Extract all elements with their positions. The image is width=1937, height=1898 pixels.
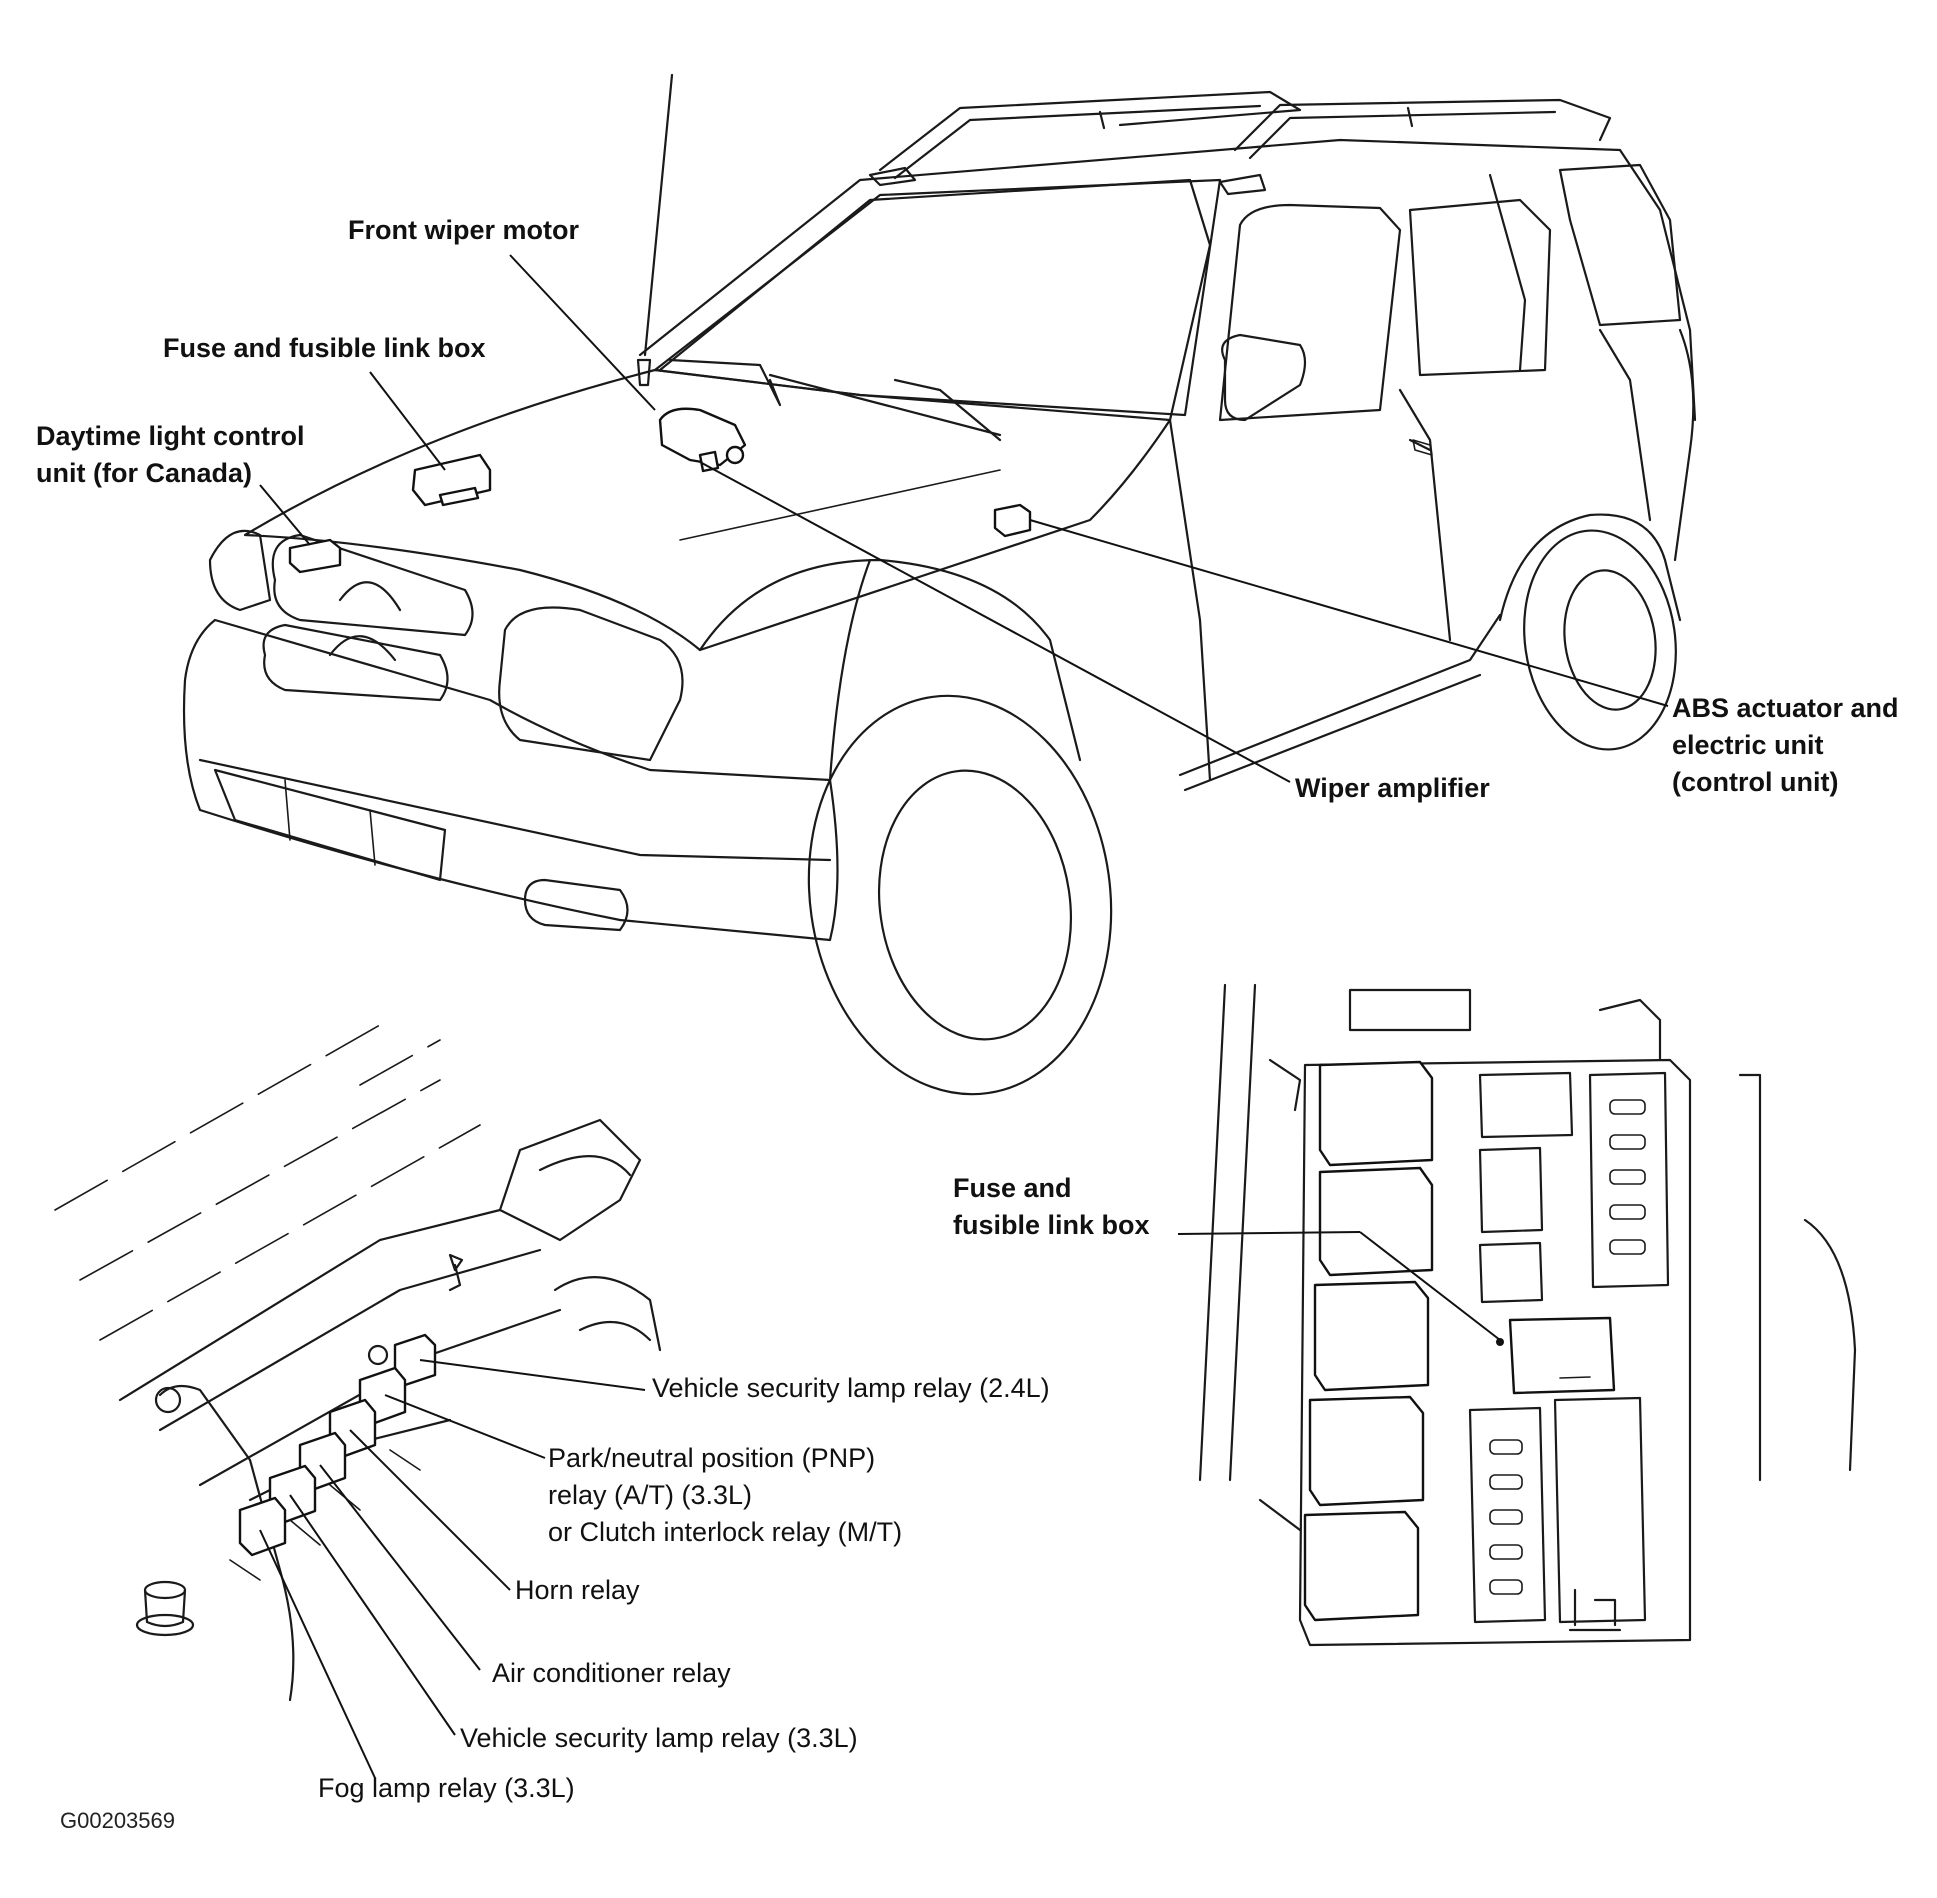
daytime-light-unit-on-vehicle <box>288 538 342 574</box>
label-air-conditioner-relay: Air conditioner relay <box>492 1658 731 1688</box>
label-fuse-box-top: Fuse and fusible link box <box>163 333 486 363</box>
label-wiper-amplifier: Wiper amplifier <box>1295 773 1490 803</box>
label-fuse-box-detail: Fuse and fusible link box <box>953 1170 1150 1244</box>
label-pnp-line-2: relay (A/T) (3.3L) <box>548 1480 753 1510</box>
rear-wheel <box>1523 529 1677 751</box>
label-front-wiper-motor: Front wiper motor <box>348 215 579 245</box>
label-pnp-line-1: Park/neutral position (PNP) <box>548 1443 876 1473</box>
label-fuse-box-detail-line-2: fusible link box <box>953 1210 1150 1240</box>
label-pnp-line-3: or Clutch interlock relay (M/T) <box>548 1517 903 1547</box>
antenna <box>643 73 674 357</box>
label-abs-line-1: ABS actuator and <box>1672 693 1899 723</box>
front-wheel <box>807 694 1113 1096</box>
label-daytime-light-control-unit: Daytime light control unit (for Canada) <box>36 418 305 492</box>
wiper-amplifier-on-vehicle <box>698 450 720 473</box>
label-abs-line-2: electric unit <box>1672 730 1824 760</box>
abs-unit-on-vehicle <box>993 503 1032 538</box>
label-abs-actuator: ABS actuator and electric unit (control … <box>1672 690 1899 801</box>
label-abs-line-3: (control unit) <box>1672 767 1839 797</box>
label-daytime-line-2: unit (for Canada) <box>36 458 252 488</box>
label-vehicle-security-lamp-relay-24: Vehicle security lamp relay (2.4L) <box>652 1373 1050 1403</box>
relay-detail-drawing <box>54 1024 662 1779</box>
fuse-box-detail-drawing <box>1177 983 1857 1647</box>
label-fog-lamp-relay: Fog lamp relay (3.3L) <box>318 1773 575 1803</box>
label-daytime-line-1: Daytime light control <box>36 421 305 451</box>
figure-code: G00203569 <box>60 1808 175 1833</box>
vehicle-drawing <box>182 73 1697 1096</box>
label-vehicle-security-lamp-relay-33: Vehicle security lamp relay (3.3L) <box>460 1723 858 1753</box>
fuse-box-highlight <box>1508 1316 1616 1395</box>
relay-6 <box>238 1496 287 1557</box>
label-pnp-relay: Park/neutral position (PNP) relay (A/T) … <box>548 1440 902 1551</box>
label-horn-relay: Horn relay <box>515 1575 640 1605</box>
label-fuse-box-detail-line-1: Fuse and <box>953 1173 1072 1203</box>
